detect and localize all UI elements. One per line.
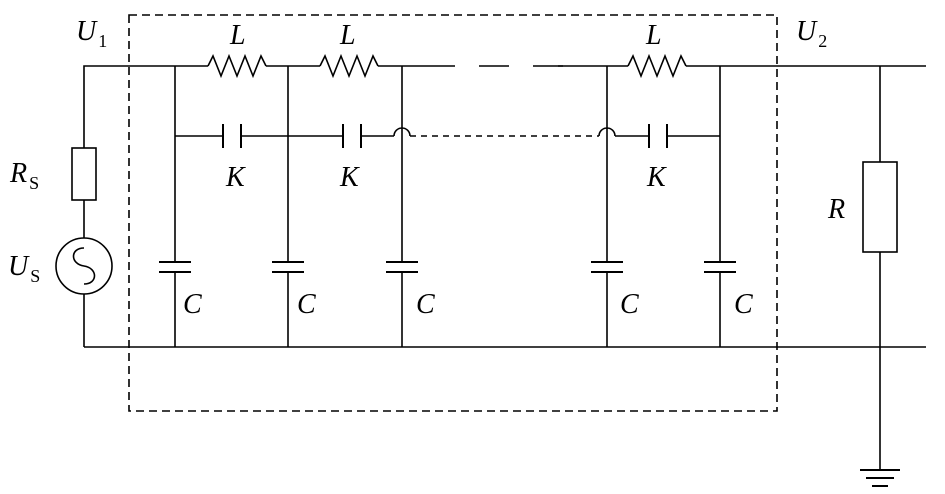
inductor-l3 [627,53,687,79]
coupling-capacitor-k1 [222,124,242,148]
shunt-capacitor-3 [386,66,418,347]
shunt-capacitor-5 [704,66,736,347]
source-resistor-rs [71,147,97,201]
label-c1: C [183,289,202,320]
label-l3: L [645,20,662,51]
inductor-l1 [207,53,267,79]
source-branch [55,65,175,347]
shunt-capacitor-1 [159,66,191,347]
wire-crossover-hop [598,127,616,137]
inductor-l2 [319,53,379,79]
label-k1: K [225,162,246,193]
coupling-capacitor-k2 [342,124,362,148]
wire-crossover-hop [393,127,411,137]
load-resistor [862,66,898,347]
shunt-capacitor-2 [272,66,304,347]
label-l2: L [339,20,356,51]
label-c5: C [734,289,753,320]
label-c4: C [620,289,639,320]
label-c3: C [416,289,435,320]
shunt-capacitor-4 [591,66,623,347]
ground-icon [860,347,900,487]
top-rail [175,53,926,79]
label-l1: L [229,20,246,51]
label-k2: K [339,162,360,193]
label-c2: C [297,289,316,320]
coupling-row [175,124,720,148]
network-boundary [128,14,778,412]
coupling-capacitor-k3 [648,124,668,148]
label-k3: K [646,162,667,193]
label-r: R [827,194,845,225]
ac-source-icon [55,237,113,295]
